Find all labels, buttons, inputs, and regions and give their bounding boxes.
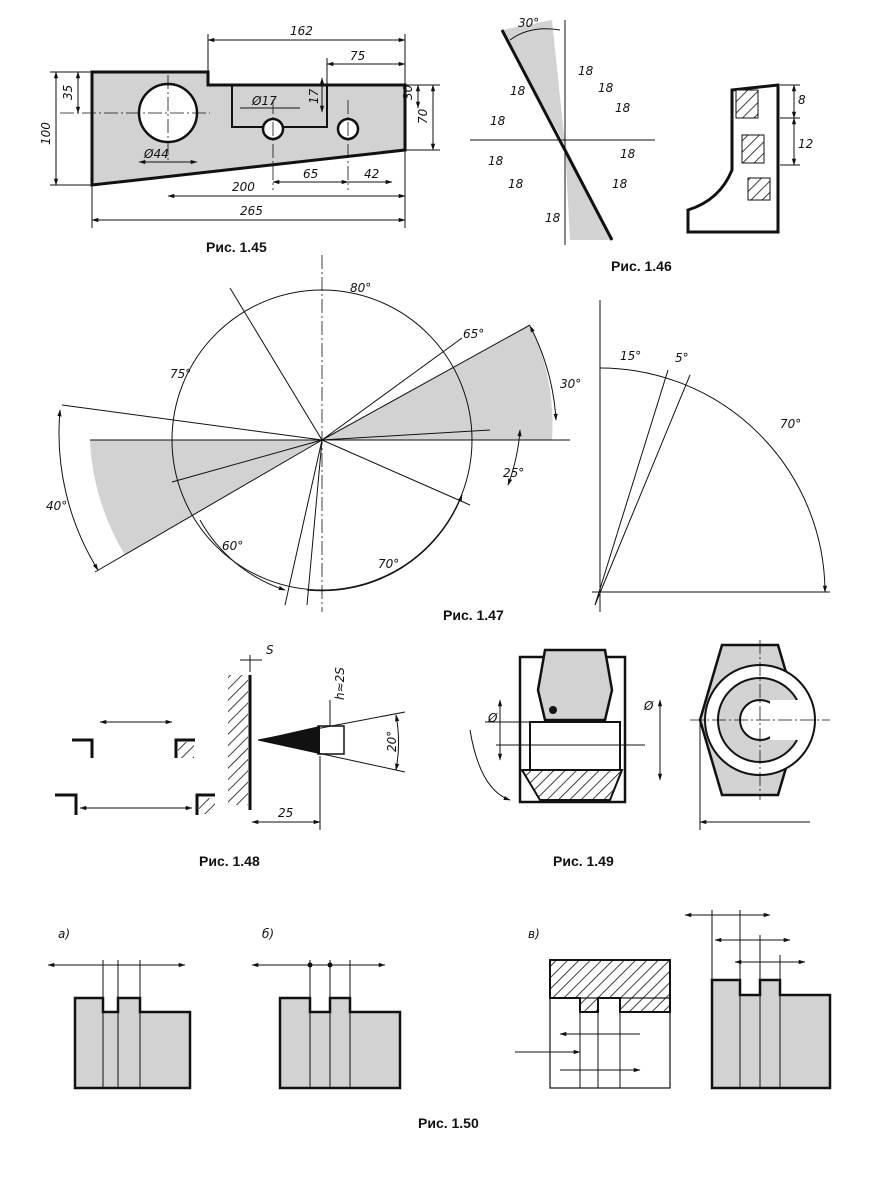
angle-65: 65° <box>463 327 484 341</box>
dim-phi-right: Ø <box>643 699 654 713</box>
angle-80: 80° <box>350 281 371 295</box>
angle-30: 30° <box>560 377 581 391</box>
angle-70: 70° <box>378 557 399 571</box>
dim-18-h: 18 <box>508 177 524 191</box>
dim-18-b: 18 <box>510 84 526 98</box>
caption-fig-1-46: Рис. 1.46 <box>611 258 672 274</box>
dim-18-g: 18 <box>620 147 636 161</box>
dim-8: 8 <box>798 93 806 107</box>
angle-60: 60° <box>222 539 243 553</box>
dim-18-e: 18 <box>615 101 631 115</box>
figure-1-45: 162 75 35 100 30 70 17 Ø17 Ø44 200 65 42 <box>39 24 440 255</box>
label-a: а) <box>58 927 70 941</box>
dim-100: 100 <box>39 122 53 145</box>
dim-18-i: 18 <box>612 177 628 191</box>
dim-phi17: Ø17 <box>251 94 277 108</box>
dim-18-a: 18 <box>578 64 594 78</box>
dim-162: 162 <box>290 24 313 38</box>
label-v: в) <box>528 927 540 941</box>
dim-17-height: 17 <box>307 88 321 104</box>
caption-fig-1-45: Рис. 1.45 <box>206 239 267 255</box>
dim-18-j: 18 <box>545 211 561 225</box>
angle-20: 20° <box>385 731 399 752</box>
caption-fig-1-50: Рис. 1.50 <box>418 1115 479 1131</box>
dim-18-d: 18 <box>598 81 614 95</box>
dim-12: 12 <box>798 137 813 151</box>
dim-65: 65 <box>303 167 318 181</box>
figure-1-46: 30° 18 18 18 18 18 18 18 18 18 18 8 12 Р… <box>470 16 813 274</box>
dim-18-c: 18 <box>490 114 506 128</box>
dim-25: 25 <box>278 806 293 820</box>
dim-35: 35 <box>61 85 75 100</box>
caption-fig-1-47: Рис. 1.47 <box>443 607 504 623</box>
label-b: б) <box>262 927 274 941</box>
angle-25: 25° <box>503 466 524 480</box>
dim-30: 30 <box>401 84 415 100</box>
caption-fig-1-48: Рис. 1.48 <box>199 853 260 869</box>
dim-265: 265 <box>240 204 263 218</box>
figure-1-49: Ø Ø Рис. 1.49 <box>469 640 830 869</box>
angle-70-right: 70° <box>780 417 801 431</box>
dim-18-f: 18 <box>488 154 504 168</box>
dim-42: 42 <box>364 167 379 181</box>
dim-s: S <box>266 643 274 657</box>
angle-15: 15° <box>620 349 641 363</box>
dim-phi-left: Ø <box>487 711 498 725</box>
dim-200: 200 <box>232 180 255 194</box>
figure-1-48: S h≈2S 20° 25 Рис. 1.48 <box>55 643 406 869</box>
dim-phi44: Ø44 <box>143 147 169 161</box>
angle-5: 5° <box>675 351 689 365</box>
dim-h-2s: h≈2S <box>333 667 347 700</box>
figure-1-47: 80° 65° 75° 30° 25° 40° 60° 70° 15° 5° 7… <box>46 255 830 623</box>
angle-75: 75° <box>170 367 191 381</box>
figure-1-50: а) б) в) <box>47 910 832 1131</box>
angle-40: 40° <box>46 499 67 513</box>
caption-fig-1-49: Рис. 1.49 <box>553 853 614 869</box>
dim-70: 70 <box>416 108 430 124</box>
angle-30: 30° <box>518 16 539 30</box>
dim-75: 75 <box>350 49 365 63</box>
